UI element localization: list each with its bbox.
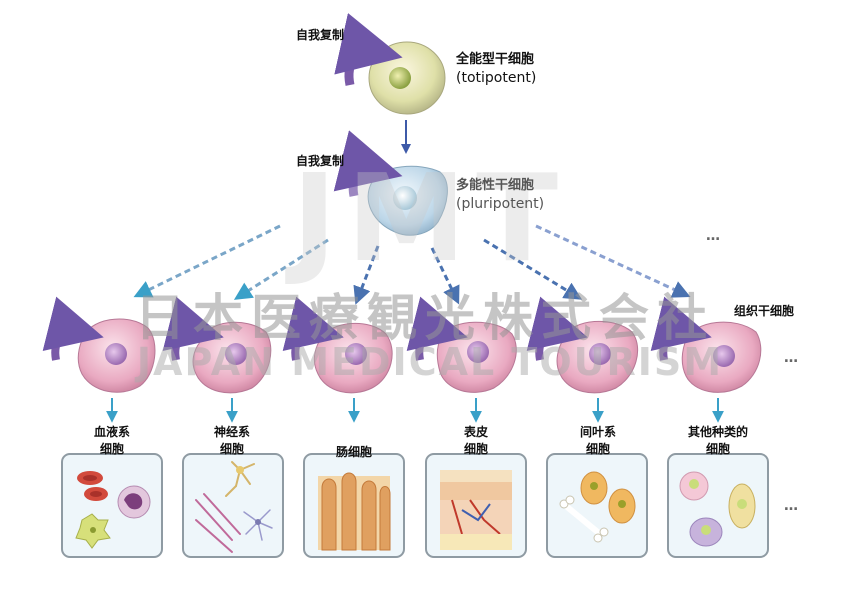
more-lineages-row: … — [784, 350, 801, 366]
pluripotent-name: 多能性干细胞 — [456, 178, 535, 193]
self-renewal-arrow-middle — [333, 130, 403, 197]
self-renewal-arrow-top — [334, 13, 403, 86]
cell-type-line2: 细胞 — [219, 442, 244, 456]
differentiation-arrows — [106, 398, 724, 423]
cell-type-label-nerve: 神经系 细胞 — [202, 424, 262, 458]
cell-type-label-skin: 表皮 细胞 — [446, 424, 506, 458]
intestine-illustration — [318, 472, 391, 551]
mesenchymal-illustration — [559, 471, 636, 543]
cell-type-line2: 细胞 — [99, 442, 124, 456]
branch-arrows — [133, 224, 691, 305]
more-lineages-boxes: … — [784, 498, 801, 514]
tissue-cell-1 — [42, 296, 156, 393]
more-lineages-top: … — [706, 228, 723, 244]
cell-type-line1: 神经系 — [213, 425, 250, 439]
tissue-stem-cells — [42, 296, 762, 394]
cell-type-boxes — [61, 453, 769, 558]
tissue-cell-6 — [650, 296, 762, 393]
nerve-cells-illustration — [195, 461, 273, 553]
cell-type-line2: 细胞 — [463, 442, 488, 456]
blood-cells-illustration — [75, 471, 151, 549]
pluripotent-name-en: (pluripotent) — [456, 196, 545, 212]
cell-type-line1: 间叶系 — [579, 425, 616, 439]
tissue-stem-cell-label: 组织干细胞 — [734, 304, 795, 318]
totipotent-title: 全能型干细胞 (totipotent) — [456, 50, 536, 88]
box-mesenchymal — [546, 453, 648, 558]
totipotent-cell — [368, 41, 446, 115]
cell-type-line1: 肠细胞 — [335, 445, 372, 459]
skin-illustration — [440, 470, 512, 550]
pluripotent-title: 多能性干细胞 (pluripotent) — [456, 176, 544, 214]
cell-type-line1: 其他种类的 — [687, 425, 748, 439]
cell-type-label-mesenchymal: 间叶系 细胞 — [568, 424, 628, 458]
other-cells-illustration — [679, 471, 756, 547]
self-renewal-label-middle: 自我复制 — [296, 154, 345, 168]
cell-type-line2: 细胞 — [705, 442, 730, 456]
self-renewal-label-top: 自我复制 — [296, 28, 345, 42]
cell-type-label-intestine: 肠细胞 — [322, 444, 386, 461]
totipotent-name-en: (totipotent) — [456, 70, 537, 86]
cell-type-label-other: 其他种类的 细胞 — [676, 424, 760, 458]
box-nerve — [182, 453, 284, 558]
pluripotent-cell — [367, 165, 448, 236]
tissue-cell-2 — [162, 296, 272, 394]
cell-type-line2: 细胞 — [585, 442, 610, 456]
totipotent-name: 全能型干细胞 — [456, 52, 535, 67]
cell-type-line1: 血液系 — [93, 425, 130, 439]
cell-type-label-blood: 血液系 细胞 — [82, 424, 142, 458]
tissue-cell-5 — [526, 296, 639, 394]
cell-type-line1: 表皮 — [463, 425, 488, 439]
tissue-cell-4 — [406, 296, 517, 393]
tissue-cell-3 — [282, 296, 393, 394]
